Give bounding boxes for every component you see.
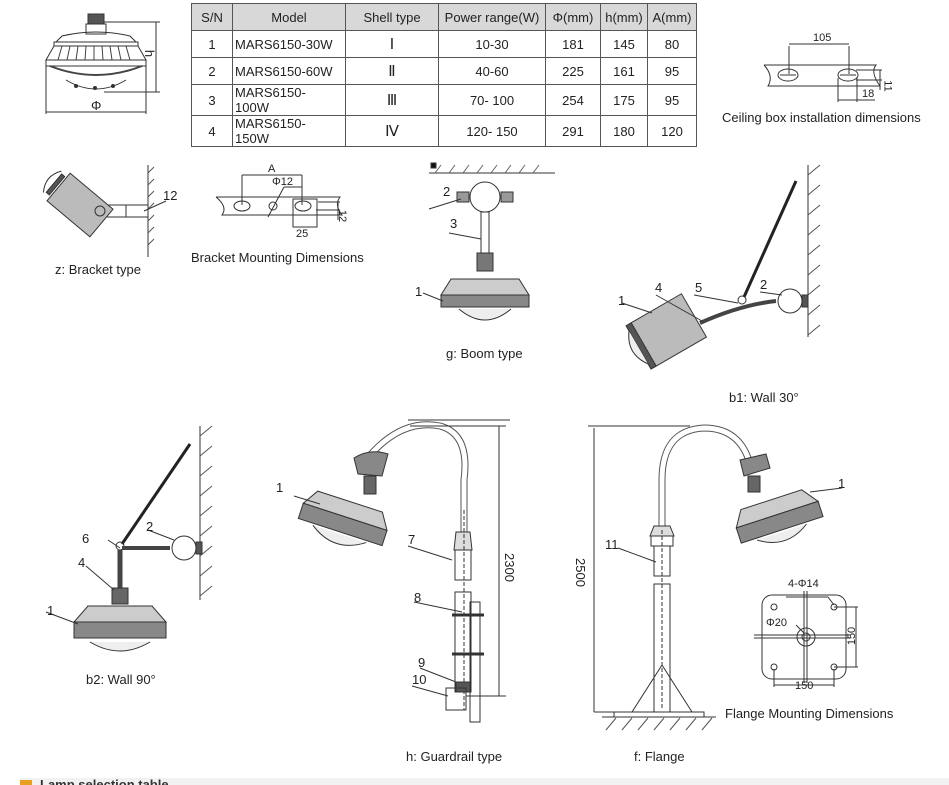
ceiling-box-caption: Ceiling box installation dimensions [722,110,921,125]
table-row: 3 MARS6150- 100W Ⅲ 70- 100 254 175 95 [191,84,697,116]
next-section-heading: Lamp selection table [40,777,169,785]
cell-phi: 181 [545,30,601,58]
bracket-callout-12: 12 [163,188,178,203]
cell-model: MARS6150- 150W [232,115,346,147]
cell-sn: 3 [191,84,233,116]
lamp-outline-svg [45,13,160,114]
cell-sn: 2 [191,57,233,85]
guardrail-dim-height: 2300 [501,553,517,582]
wall30-callout-1: 1 [618,293,626,308]
wall90-callout-1: 1 [47,603,55,618]
cell-shell: Ⅰ [345,30,439,58]
boom-type-svg [422,162,555,321]
dim-holes-label: 4-Φ14 [788,578,819,590]
cell-h: 175 [600,84,648,116]
bracket-mount-caption: Bracket Mounting Dimensions [191,250,364,265]
cell-phi: 225 [545,57,601,85]
guardrail-callout-1: 1 [276,480,284,495]
flange-caption: f: Flange [634,749,685,764]
cell-power: 10-30 [438,30,546,58]
dim-h-label: h [142,49,158,58]
cell-shell: Ⅱ [345,57,439,85]
boom-callout-2: 2 [443,184,451,199]
dim-height-label: 150 [846,626,859,646]
dim-width-label: 150 [795,680,814,692]
cell-shell: Ⅳ [345,115,439,147]
wall90-callout-6: 6 [82,531,90,546]
dim-a-label: A [268,163,276,175]
wall30-callout-4: 4 [655,280,663,295]
cell-sn: 1 [191,30,233,58]
dim-spacing-label: 105 [813,32,832,44]
wall-30-svg [621,164,821,370]
col-header-shell: Shell type [345,3,439,31]
wall90-caption: b2: Wall 90° [86,672,156,687]
col-header-model: Model [232,3,346,31]
col-header-phi: Φ(mm) [545,3,601,31]
table-header-row: S/N Model Shell type Power range(W) Φ(mm… [191,3,697,31]
col-header-h: h(mm) [600,3,648,31]
cell-phi: 254 [545,84,601,116]
col-header-power: Power range(W) [438,3,546,31]
table-row: 1 MARS6150-30W Ⅰ 10-30 181 145 80 [191,30,697,58]
flange-mount-caption: Flange Mounting Dimensions [725,706,894,721]
flange-callout-1: 1 [838,476,846,491]
flange-callout-11: 11 [605,537,619,552]
flange-mount-svg [754,591,858,687]
guardrail-callout-9: 9 [418,655,426,670]
cell-model: MARS6150-60W [232,57,346,85]
table-row: 4 MARS6150- 150W Ⅳ 120- 150 291 180 120 [191,115,697,147]
bracket-mount-svg [215,174,344,228]
guardrail-callout-7: 7 [408,532,416,547]
wall90-callout-4: 4 [78,555,86,570]
wall30-callout-5: 5 [695,280,703,295]
flange-type-svg [588,424,843,731]
cell-model: MARS6150-30W [232,30,346,58]
bracket-type-svg [42,165,167,257]
cell-power: 70- 100 [438,84,546,116]
guardrail-type-svg [293,419,510,723]
bracket-caption: z: Bracket type [55,262,141,277]
dim-slot-width-label: 11 [881,80,894,92]
dim-phi-label: Φ [91,98,102,113]
boom-caption: g: Boom type [446,346,523,361]
cell-a: 95 [647,57,697,85]
dim-slot-length-label: 18 [862,88,875,100]
guardrail-caption: h: Guardrail type [406,749,503,764]
dim-center-label: Φ20 [766,617,788,629]
cell-h: 180 [600,115,648,147]
cell-phi: 291 [545,115,601,147]
col-header-sn: S/N [191,3,233,31]
cell-model: MARS6150- 100W [232,84,346,116]
section-accent-marker [20,780,32,785]
boom-callout-1: 1 [415,284,423,299]
cell-a: 95 [647,84,697,116]
boom-callout-3: 3 [450,216,458,231]
cell-power: 120- 150 [438,115,546,147]
next-section-bar [20,778,949,785]
dim-hole-label: Φ12 [272,176,294,188]
table-row: 2 MARS6150-60W Ⅱ 40-60 225 161 95 [191,57,697,85]
wall90-callout-2: 2 [146,519,154,534]
col-header-a: A(mm) [647,3,697,31]
flange-dim-height: 2500 [572,558,588,587]
cell-shell: Ⅲ [345,84,439,116]
guardrail-callout-8: 8 [414,590,422,605]
cell-h: 161 [600,57,648,85]
ceiling-box-svg [763,43,882,102]
wall30-callout-2: 2 [760,277,768,292]
wall-90-svg [45,425,213,652]
cell-power: 40-60 [438,57,546,85]
spec-table: S/N Model Shell type Power range(W) Φ(mm… [191,3,697,147]
dim-slot-width-label: 12 [336,209,349,223]
guardrail-callout-10: 10 [412,672,427,687]
wall30-caption: b1: Wall 30° [729,390,799,405]
cell-a: 120 [647,115,697,147]
dim-slot-length-label: 25 [296,228,309,240]
cell-sn: 4 [191,115,233,147]
cell-a: 80 [647,30,697,58]
cell-h: 145 [600,30,648,58]
